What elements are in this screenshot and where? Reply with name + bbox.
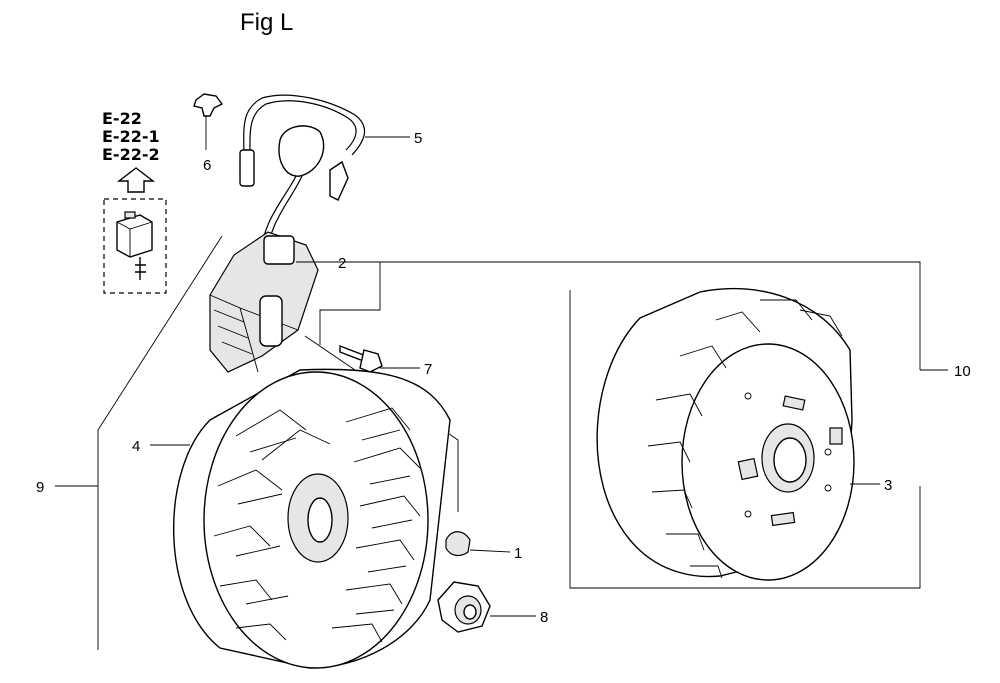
reference-e22-1: E-22-1 (102, 127, 160, 146)
callout-8: 8 (540, 609, 548, 626)
reference-part-box (103, 198, 167, 294)
leader-1 (469, 549, 511, 553)
part-2-ignition-coil (209, 231, 319, 373)
up-arrow-icon (116, 167, 156, 193)
bracket-9-left (97, 235, 223, 650)
part-3-flywheel (596, 287, 855, 581)
leader-2-bracket (296, 261, 381, 345)
reference-e22: E-22 (102, 109, 142, 128)
bracket-10-box (569, 290, 921, 589)
reference-e22-2: E-22-2 (102, 145, 160, 164)
callout-3: 3 (884, 477, 892, 494)
callout-7: 7 (424, 361, 432, 378)
callout-4: 4 (132, 438, 140, 455)
part-1-key (445, 531, 471, 557)
callout-1: 1 (514, 545, 522, 562)
leader-10-bracket-top (380, 261, 921, 370)
figure-title: Fig L (240, 9, 293, 36)
part-7-bolt (339, 344, 383, 373)
part-4-flywheel (172, 368, 451, 669)
callout-6: 6 (203, 157, 211, 174)
callout-5: 5 (414, 130, 422, 147)
part-6-clip (193, 93, 224, 150)
callout-2: 2 (338, 255, 346, 272)
callout-10: 10 (954, 363, 971, 380)
part-8-nut (437, 581, 491, 633)
callout-9: 9 (36, 479, 44, 496)
